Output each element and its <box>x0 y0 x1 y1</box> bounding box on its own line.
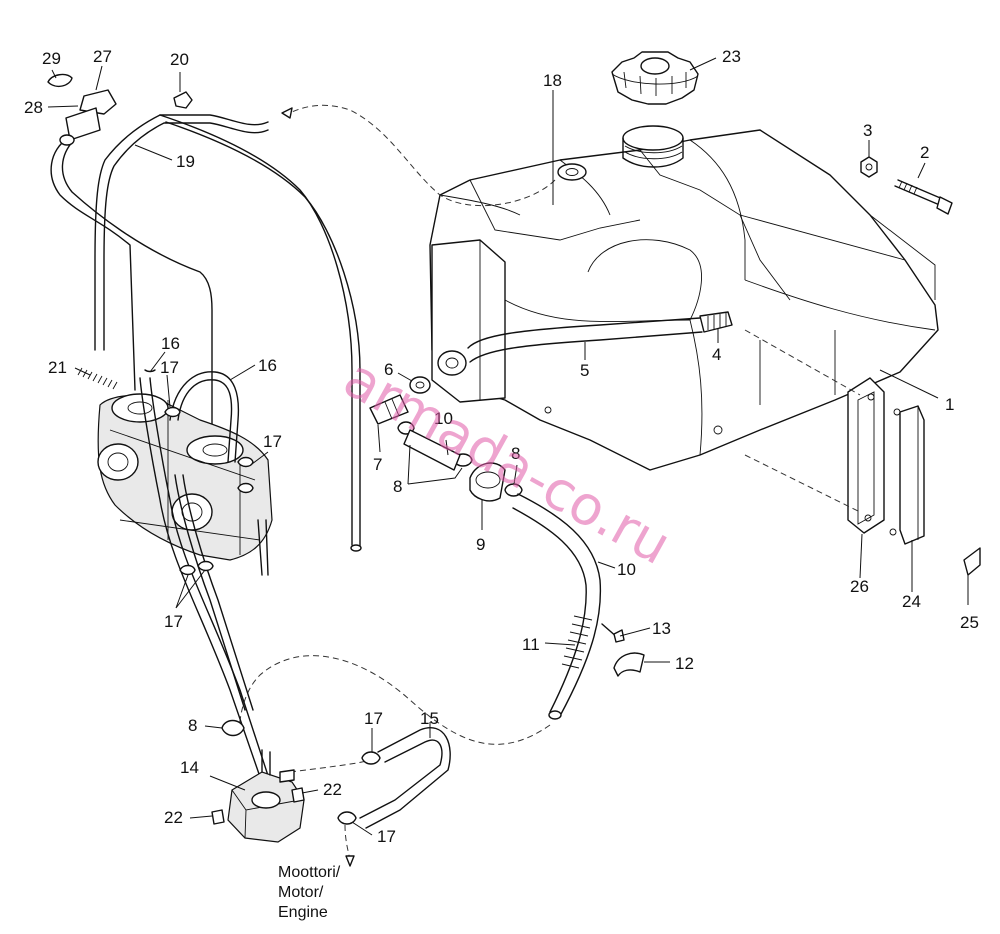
spring-guard-11 <box>561 615 593 669</box>
callout-24: 24 <box>902 592 921 611</box>
engine-label-line-3: Engine <box>278 904 328 921</box>
engine-label-line-2: Motor/ <box>278 884 324 901</box>
alignment-line <box>744 329 861 396</box>
pump-line-dashed <box>289 759 373 773</box>
callout-26: 26 <box>850 577 869 596</box>
callout-15: 15 <box>420 709 439 728</box>
callout-27: 27 <box>93 47 112 66</box>
screw-13 <box>601 623 625 643</box>
clip-12 <box>613 652 645 677</box>
callout-11: 11 <box>522 635 540 654</box>
callout-23: 23 <box>722 47 741 66</box>
nut <box>860 156 878 178</box>
bolt <box>894 179 953 215</box>
engine-label-line-1: Moottori/ <box>278 864 341 881</box>
callout-17-top: 17 <box>160 358 179 377</box>
hose-5 <box>467 311 733 363</box>
engine-arrow <box>345 855 355 867</box>
callout-18: 18 <box>543 71 562 90</box>
callout-8-pump: 8 <box>188 716 197 735</box>
callout-8-left: 8 <box>393 477 402 496</box>
carburetor <box>97 369 277 801</box>
callout-7: 7 <box>373 455 382 474</box>
callout-2: 2 <box>920 143 929 162</box>
callout-28: 28 <box>24 98 43 117</box>
callout-10-lower: 10 <box>617 560 636 579</box>
arrow-head <box>281 107 293 119</box>
callout-20: 20 <box>170 50 189 69</box>
callout-9: 9 <box>476 535 485 554</box>
callout-16-right: 16 <box>258 356 277 375</box>
callout-22-right: 22 <box>323 780 342 799</box>
callout-14: 14 <box>180 758 199 777</box>
vent-tube-19 <box>94 114 362 552</box>
callout-17-bottom: 17 <box>164 612 183 631</box>
callout-3: 3 <box>863 121 872 140</box>
callout-4: 4 <box>712 345 721 364</box>
vent-line-dashed <box>284 104 556 207</box>
watermark: armada-co.ru <box>334 346 681 577</box>
callout-12: 12 <box>675 654 694 673</box>
callout-1: 1 <box>945 395 954 414</box>
sender-27-28-29 <box>47 73 213 441</box>
callout-8-right: 8 <box>511 444 520 463</box>
callout-17-right: 17 <box>263 432 282 451</box>
fuel-tank <box>429 125 939 471</box>
spring-21 <box>77 367 118 390</box>
mount-pads <box>847 377 925 545</box>
leader-lines <box>47 57 969 836</box>
fuel-line-dashed <box>237 655 551 745</box>
callout-25: 25 <box>960 613 979 632</box>
engine-label: Moottori/ Motor/ Engine <box>278 864 341 921</box>
callout-17-hose-top: 17 <box>364 709 383 728</box>
fuel-cap <box>611 51 699 105</box>
callout-13: 13 <box>652 619 671 638</box>
callout-17-hose-bottom: 17 <box>377 827 396 846</box>
clip-20 <box>173 91 193 109</box>
engine-line-dashed <box>344 824 351 861</box>
callout-10-upper: 10 <box>434 409 453 428</box>
callout-19: 19 <box>176 152 195 171</box>
fitting-7 <box>369 394 409 425</box>
fitting-6 <box>409 376 431 394</box>
hose-10-short <box>403 429 461 471</box>
fuel-filter-9 <box>469 462 506 502</box>
callout-29: 29 <box>42 49 61 68</box>
callout-labels: 1 2 3 4 5 6 7 8 8 8 9 10 10 11 12 13 14 … <box>24 47 979 846</box>
hose-15 <box>337 727 451 829</box>
callout-6: 6 <box>384 360 393 379</box>
callout-16-left: 16 <box>161 334 180 353</box>
alignment-line-2 <box>744 454 861 513</box>
callout-5: 5 <box>580 361 589 380</box>
clip-25 <box>963 547 981 576</box>
callout-22-left: 22 <box>164 808 183 827</box>
hose-10-long <box>512 493 602 720</box>
fuel-pump <box>211 719 305 843</box>
callout-21: 21 <box>48 358 67 377</box>
